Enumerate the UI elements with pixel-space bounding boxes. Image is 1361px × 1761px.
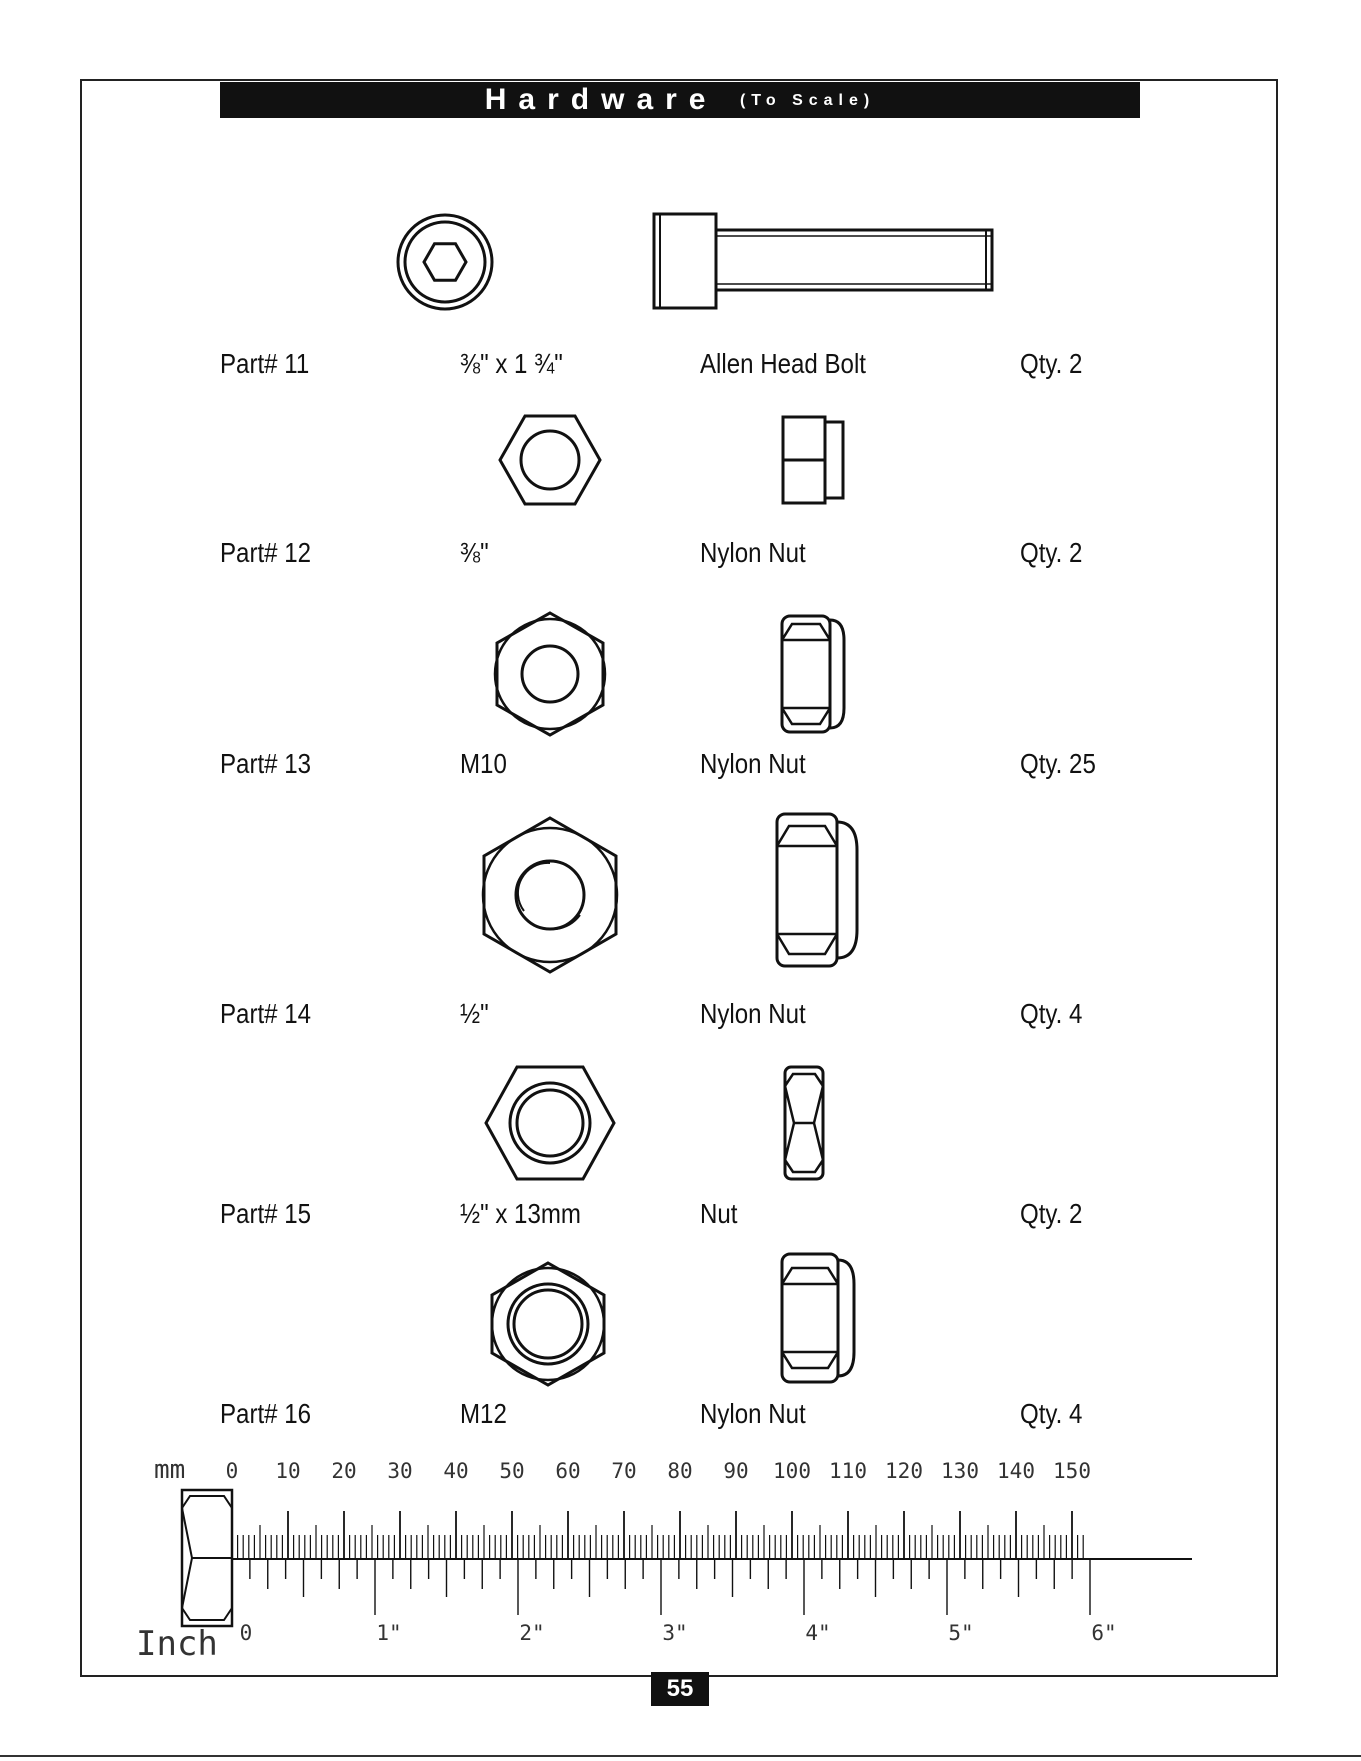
m12-nut-side-view bbox=[778, 1250, 858, 1386]
nylon-nut-face-view bbox=[492, 610, 608, 738]
mm-tick-label: 20 bbox=[331, 1459, 356, 1483]
nut-side-view bbox=[780, 414, 850, 506]
part-quantity: Qty. 2 bbox=[1020, 1198, 1082, 1230]
part-quantity: Qty. 4 bbox=[1020, 1398, 1082, 1430]
part-quantity: Qty. 2 bbox=[1020, 348, 1082, 380]
mm-tick-label: 30 bbox=[387, 1459, 412, 1483]
allen-bolt-head-end-view bbox=[395, 212, 495, 312]
mm-tick-label: 70 bbox=[611, 1459, 636, 1483]
page-frame bbox=[80, 79, 1278, 1677]
part-quantity: Qty. 25 bbox=[1020, 748, 1096, 780]
mm-tick-label: 150 bbox=[1053, 1459, 1091, 1483]
part-size: ⅜" bbox=[460, 537, 489, 569]
mm-tick-label: 40 bbox=[443, 1459, 468, 1483]
header-bar: Hardware (To Scale) bbox=[220, 82, 1140, 118]
inch-tick-label: 0 bbox=[240, 1621, 253, 1645]
mm-tick-label: 0 bbox=[226, 1459, 239, 1483]
mm-tick-label: 110 bbox=[829, 1459, 867, 1483]
part-number: Part# 15 bbox=[220, 1198, 311, 1230]
part-size: M10 bbox=[460, 748, 507, 780]
mm-tick-label: 100 bbox=[773, 1459, 811, 1483]
page-title: Hardware bbox=[485, 83, 718, 116]
part-number: Part# 11 bbox=[220, 348, 309, 380]
allen-bolt-side-view bbox=[650, 212, 1000, 312]
part-number: Part# 16 bbox=[220, 1398, 311, 1430]
inch-tick-label: 4" bbox=[805, 1621, 830, 1645]
part-quantity: Qty. 4 bbox=[1020, 998, 1082, 1030]
bottom-divider bbox=[0, 1755, 1361, 1757]
measuring-ruler: mm Inch 0 10 20 30 40 50 60 70 80 90 100 110 120 130 1… bbox=[130, 1450, 1230, 1660]
part-quantity: Qty. 2 bbox=[1020, 537, 1082, 569]
page-subtitle: (To Scale) bbox=[740, 92, 875, 109]
inch-tick-label: 3" bbox=[662, 1621, 687, 1645]
part-name: Nylon Nut bbox=[700, 537, 806, 569]
mm-tick-label: 50 bbox=[499, 1459, 524, 1483]
part-name: Nylon Nut bbox=[700, 748, 806, 780]
inch-tick-label: 1" bbox=[376, 1621, 401, 1645]
part-name: Nut bbox=[700, 1198, 737, 1230]
mm-tick-label: 130 bbox=[941, 1459, 979, 1483]
inch-tick-label: 6" bbox=[1091, 1621, 1116, 1645]
m12-nut-face-view bbox=[488, 1260, 608, 1388]
part-number: Part# 13 bbox=[220, 748, 311, 780]
half-inch-nut-side-view bbox=[773, 810, 863, 970]
mm-tick-label: 60 bbox=[555, 1459, 580, 1483]
mm-tick-label: 80 bbox=[667, 1459, 692, 1483]
thin-nut-face-view bbox=[483, 1064, 617, 1182]
mm-tick-label: 10 bbox=[275, 1459, 300, 1483]
nylon-nut-side-view bbox=[778, 610, 848, 738]
mm-tick-label: 140 bbox=[997, 1459, 1035, 1483]
part-size: ½" x 13mm bbox=[460, 1198, 581, 1230]
mm-label: mm bbox=[154, 1455, 185, 1485]
mm-tick-label: 120 bbox=[885, 1459, 923, 1483]
part-name: Allen Head Bolt bbox=[700, 348, 866, 380]
part-number: Part# 12 bbox=[220, 537, 311, 569]
mm-tick-label: 90 bbox=[723, 1459, 748, 1483]
part-name: Nylon Nut bbox=[700, 998, 806, 1030]
ruler-graphic: mm Inch 0 10 20 30 40 50 60 70 80 90 100 110 120 130 1… bbox=[130, 1450, 1230, 1660]
part-name: Nylon Nut bbox=[700, 1398, 806, 1430]
ruler-bolt-head-icon bbox=[182, 1490, 232, 1626]
inch-label: Inch bbox=[136, 1624, 218, 1660]
part-number: Part# 14 bbox=[220, 998, 311, 1030]
part-size: ½" bbox=[460, 998, 489, 1030]
inch-tick-label: 2" bbox=[519, 1621, 544, 1645]
part-size: M12 bbox=[460, 1398, 507, 1430]
part-size: ⅜" x 1 ¾" bbox=[460, 348, 563, 380]
half-inch-nut-face-view bbox=[480, 815, 620, 975]
nut-face-view bbox=[495, 412, 605, 508]
page-number: 55 bbox=[651, 1672, 709, 1706]
thin-nut-side-view bbox=[782, 1064, 826, 1182]
inch-tick-label: 5" bbox=[948, 1621, 973, 1645]
